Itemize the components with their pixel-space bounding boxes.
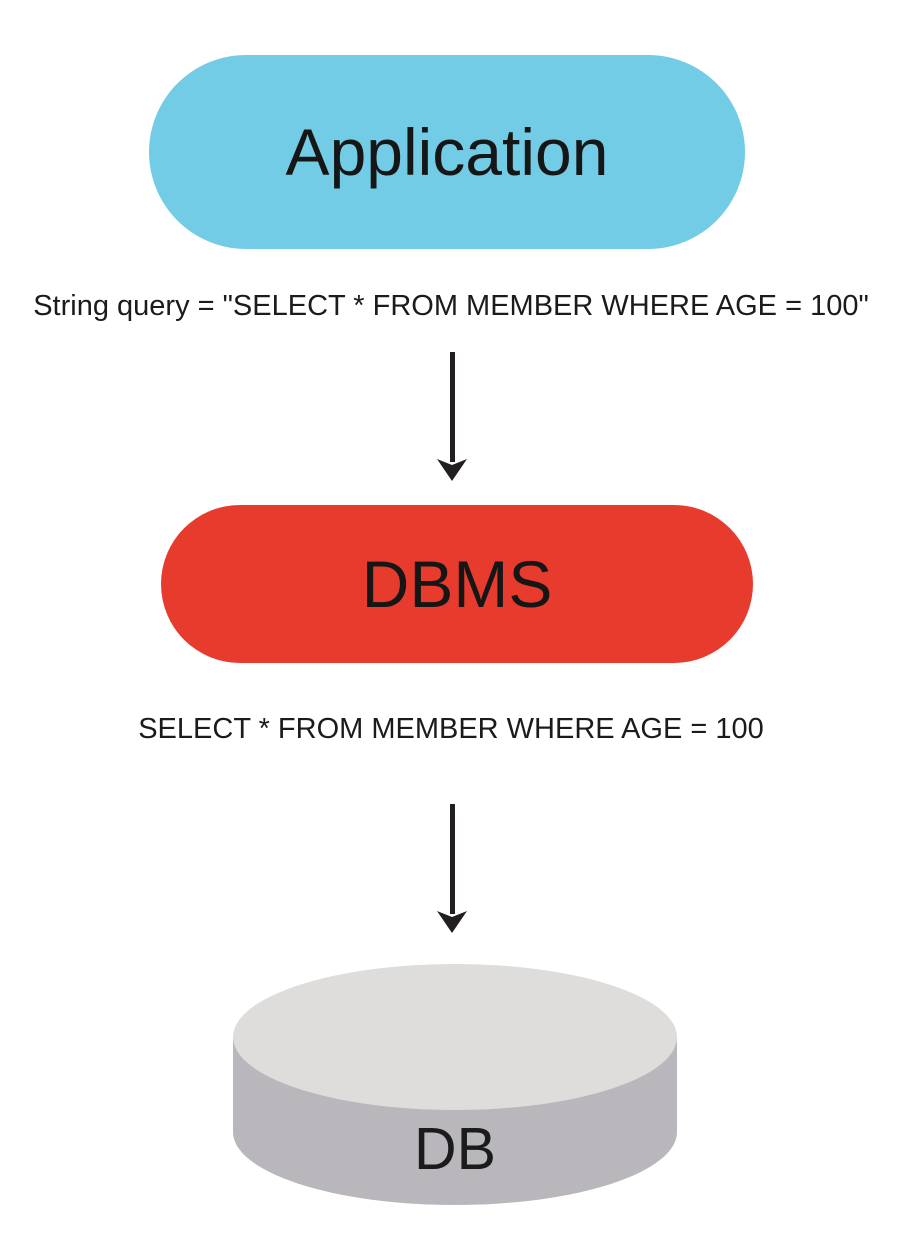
application-node-label: Application bbox=[285, 115, 609, 189]
arrow-head-shape bbox=[437, 911, 467, 933]
arrow-head bbox=[437, 911, 467, 933]
application-node: Application bbox=[149, 55, 745, 249]
down-arrow-icon bbox=[437, 352, 467, 481]
down-arrow-icon bbox=[437, 804, 467, 933]
db-cylinder-top bbox=[233, 964, 677, 1110]
db-node-label: DB bbox=[414, 1116, 496, 1182]
sql-query-text: SELECT * FROM MEMBER WHERE AGE = 100 bbox=[138, 713, 764, 745]
arrow-head bbox=[437, 459, 467, 481]
dbms-node-label: DBMS bbox=[361, 547, 553, 621]
dbms-node: DBMS bbox=[161, 505, 753, 663]
db-cylinder-icon: DB bbox=[233, 964, 677, 1205]
query-assignment-text: String query = "SELECT * FROM MEMBER WHE… bbox=[33, 290, 869, 322]
arrow-shaft bbox=[449, 804, 455, 914]
arrow-head-shape bbox=[437, 459, 467, 481]
arrow-shaft bbox=[449, 352, 455, 462]
